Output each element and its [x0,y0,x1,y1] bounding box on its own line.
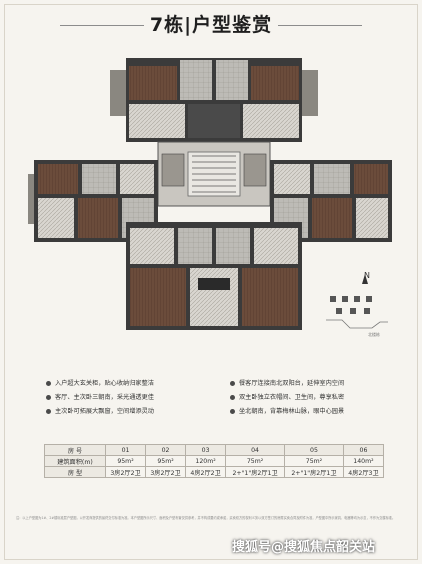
table-cell: 2+"1"房2厅1卫 [225,466,286,478]
feature-item: 入户超大玄关柜，贴心收纳归家整洁 [46,380,154,388]
bullet-icon [46,380,51,386]
feature-list: 入户超大玄关柜，贴心收纳归家整洁 客厅、主次卧三朝南，采光通透更佳 主次卧可拓展… [46,380,386,436]
table-cell: 房 型 [44,466,106,478]
site-key-map [326,274,388,329]
floor-plan [28,58,392,330]
table-cell: 3房2厅2卫 [104,466,147,478]
wing-right [270,160,392,242]
table-cell: 建筑面积(m) [44,455,106,467]
title-rule-right [278,25,362,26]
table-header-cell: 04 [225,444,286,456]
bullet-icon [230,380,235,386]
table-cell: 95m² [104,455,147,467]
title-bar: 7栋|户型鉴赏 [0,8,422,44]
wing-top [110,58,318,142]
table-header-cell: 01 [104,444,147,456]
table-cell: 95m² [145,455,187,467]
feature-item: 主次卧可拓展大飘窗，空间增添灵动 [46,408,154,416]
table-header-cell: 06 [342,444,385,456]
table-cell: 4房2厅2卫 [185,466,227,478]
table-header-cell: 05 [284,444,344,456]
unit-table: 房 号 01 02 03 04 05 06 建筑面积(m) 95m² 95m² … [44,444,385,478]
title-rule-left [60,25,144,26]
page-title: 7栋|户型鉴赏 [149,14,273,36]
table-header-cell: 房 号 [44,444,106,456]
table-cell: 4房2厅3卫 [342,466,385,478]
table-header-cell: 02 [145,444,187,456]
watermark: 搜狐号@搜狐焦点韶关站 [232,540,376,555]
table-row: 建筑面积(m) 95m² 95m² 120m² 75m² 75m² 140m² [44,455,385,467]
bullet-icon [46,394,51,400]
feature-item: 客厅、主次卧三朝南，采光通透更佳 [46,394,154,402]
bullet-icon [230,408,235,414]
wing-left [28,160,158,242]
feature-item: 坐北朝南，背靠梅林山脉，眼中心园景 [230,408,344,416]
bullet-icon [230,394,235,400]
table-cell: 120m² [185,455,227,467]
bullet-icon [46,408,51,414]
compass-north-label: N [364,271,370,280]
table-cell: 75m² [284,455,344,467]
feature-item: 双主卧独立衣帽间、卫生间，尊享私密 [230,394,344,402]
page-frame [4,4,418,560]
table-cell: 140m² [342,455,385,467]
table-cell: 75m² [225,455,286,467]
disclaimer-text: 注：以上户型图为1#、2#楼标准层户型图，以开发商提供的最终交付标准为准。本户型… [16,516,396,520]
table-cell: 2+"1"房2厅1卫 [284,466,344,478]
feature-item: 餐客厅连接南北双阳台，延伸室内空间 [230,380,344,388]
table-header-cell: 03 [185,444,227,456]
site-key-legend: 北楼栋 [368,332,380,337]
table-row: 房 型 3房2厅2卫 3房2厅2卫 4房2厅2卫 2+"1"房2厅1卫 2+"1… [44,466,385,478]
table-cell: 3房2厅2卫 [145,466,187,478]
table-header-row: 房 号 01 02 03 04 05 06 [44,444,385,456]
wing-bottom [126,222,302,330]
core [157,141,271,207]
